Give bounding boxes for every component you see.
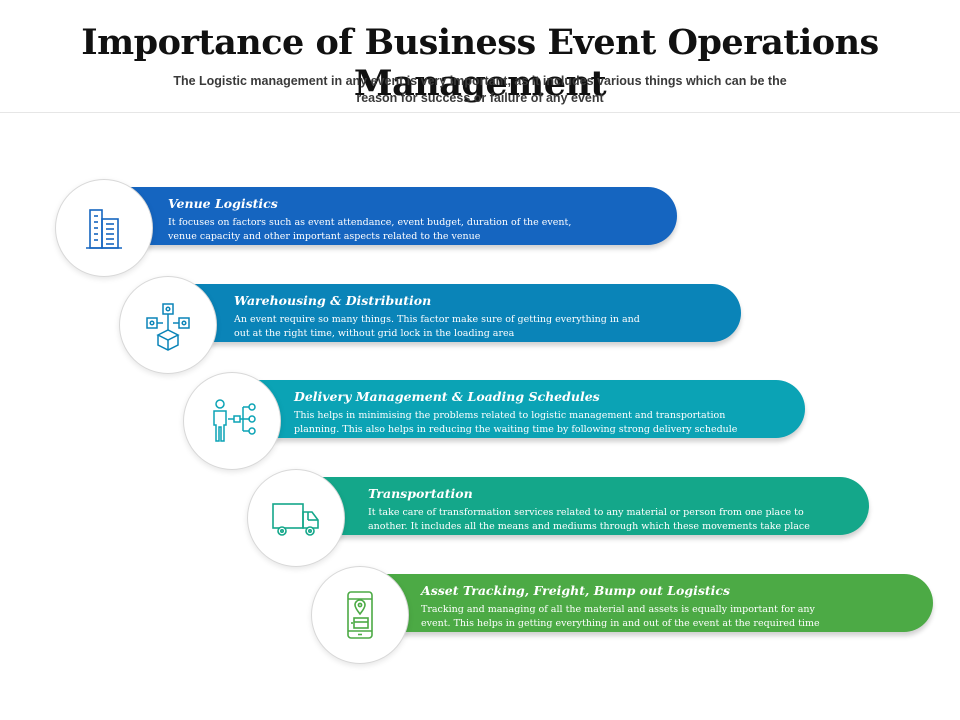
phone-tracking-icon [347,591,373,639]
person-network-icon [213,399,256,442]
item-title: Delivery Management & Loading Schedules [294,389,600,404]
icon-circle [311,566,409,664]
page-subtitle: The Logistic management in any event is … [150,73,810,107]
item-description: It focuses on factors such as event atte… [168,216,571,244]
item-title: Asset Tracking, Freight, Bump out Logist… [421,583,731,598]
item-description: An event require so many things. This fa… [234,313,640,341]
item-bar: Venue Logistics It focuses on factors su… [103,187,677,245]
truck-icon [272,503,319,536]
item-bar: Delivery Management & Loading Schedules … [231,380,805,438]
item-warehousing-distribution: Warehousing & Distribution An event requ… [119,276,744,380]
item-transportation: Transportation It take care of transform… [247,469,872,573]
item-description: Tracking and managing of all the materia… [421,603,820,631]
item-description: This helps in minimising the problems re… [294,409,737,437]
item-title: Venue Logistics [168,196,278,211]
item-bar: Warehousing & Distribution An event requ… [167,284,741,342]
description-line: event. This helps in getting everything … [421,618,820,629]
description-line: planning. This also helps in reducing th… [294,424,738,435]
page-title: Importance of Business Event Operations … [81,22,879,104]
item-delivery-management: Delivery Management & Loading Schedules … [183,372,808,476]
package-network-icon [146,303,190,351]
item-title: Transportation [368,486,473,501]
subtitle-line: reason for success or failure of any eve… [356,91,604,105]
description-line: another. It includes all the means and m… [368,521,810,532]
icon-circle [183,372,281,470]
icon-circle [119,276,217,374]
icon-circle [55,179,153,277]
description-line: This helps in minimising the problems re… [294,410,726,421]
subtitle-line: The Logistic management in any event is … [173,74,787,88]
item-description: It take care of transformation services … [368,506,810,534]
item-bar: Asset Tracking, Freight, Bump out Logist… [359,574,933,632]
description-line: An event require so many things. This fa… [234,314,640,325]
description-line: Tracking and managing of all the materia… [421,604,815,615]
header-divider [0,112,960,113]
description-line: It take care of transformation services … [368,507,804,518]
description-line: out at the right time, without grid lock… [234,328,515,339]
description-line: venue capacity and other important aspec… [168,231,481,242]
item-title: Warehousing & Distribution [234,293,432,308]
item-bar: Transportation It take care of transform… [295,477,869,535]
icon-circle [247,469,345,567]
building-icon [86,209,122,249]
item-asset-tracking: Asset Tracking, Freight, Bump out Logist… [311,566,936,670]
description-line: It focuses on factors such as event atte… [168,217,572,228]
item-venue-logistics: Venue Logistics It focuses on factors su… [55,179,680,283]
